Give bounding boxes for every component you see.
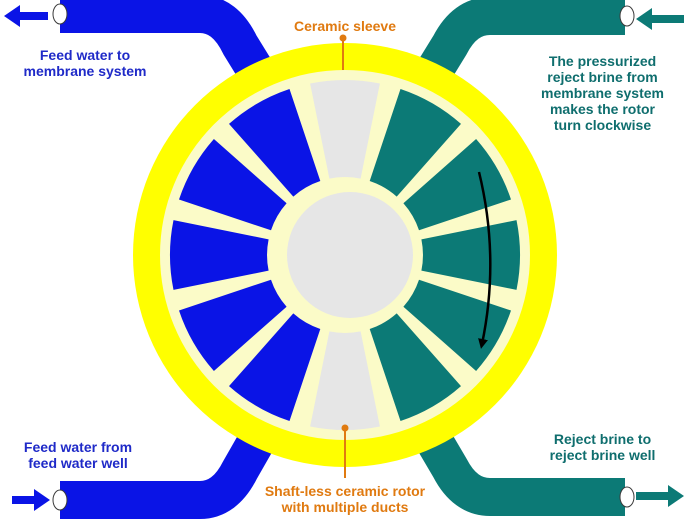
duct-feed (179, 139, 287, 231)
duct-reject (369, 313, 461, 421)
label-reject-pressurized: The pressurized reject brine from membra… (520, 53, 685, 133)
label-line: membrane system (23, 63, 147, 79)
label-line: makes the rotor (549, 101, 656, 117)
label-feed-from-well: Feed water from feed water well (8, 439, 148, 471)
leader-rotor (341, 424, 349, 478)
pipe-opening (52, 489, 68, 511)
label-reject-to-well: Reject brine to reject brine well (520, 431, 685, 463)
duct-feed (229, 313, 321, 421)
pipe-opening (619, 5, 635, 27)
label-line: Feed water to (39, 47, 131, 63)
clockwise-arrow-icon (477, 171, 492, 349)
pipe-bottom-left (52, 390, 297, 519)
arrow-right-icon (636, 485, 684, 507)
label-feed-to-membrane: Feed water to membrane system (10, 47, 160, 79)
pipe-opening (619, 486, 635, 508)
duct-feed (169, 220, 269, 290)
duct-reject (403, 139, 511, 231)
duct-reject (421, 220, 521, 290)
label-line: reject brine well (549, 447, 656, 463)
label-line: feed water well (28, 455, 128, 471)
label-rotor: Shaft-less ceramic rotor with multiple d… (240, 483, 450, 515)
rotor-ducts (169, 79, 521, 431)
pipe-bottom-right (393, 390, 635, 516)
rotor-hub (287, 192, 413, 318)
duct-empty (310, 79, 380, 179)
label-line: membrane system (541, 85, 664, 101)
arrow-left-icon (636, 8, 684, 30)
duct-reject (369, 89, 461, 197)
duct-feed (229, 89, 321, 197)
duct-empty (310, 331, 380, 431)
label-ceramic-sleeve: Ceramic sleeve (270, 18, 420, 34)
label-line: reject brine from (547, 69, 658, 85)
pipe-top-right (393, 0, 635, 120)
label-line: The pressurized (548, 53, 657, 69)
label-line: Reject brine to (553, 431, 652, 447)
label-line: turn clockwise (553, 117, 652, 133)
label-line: with multiple ducts (281, 499, 409, 515)
pipe-top-left (52, 0, 297, 120)
arrow-left-icon (4, 5, 48, 27)
duct-feed (179, 279, 287, 371)
label-line: Shaft-less ceramic rotor (264, 483, 426, 499)
pipe-opening (52, 3, 68, 25)
label-line: Ceramic sleeve (294, 18, 396, 34)
arrow-right-icon (12, 489, 50, 511)
label-line: Feed water from (23, 439, 133, 455)
leader-ceramic-sleeve (339, 34, 347, 70)
